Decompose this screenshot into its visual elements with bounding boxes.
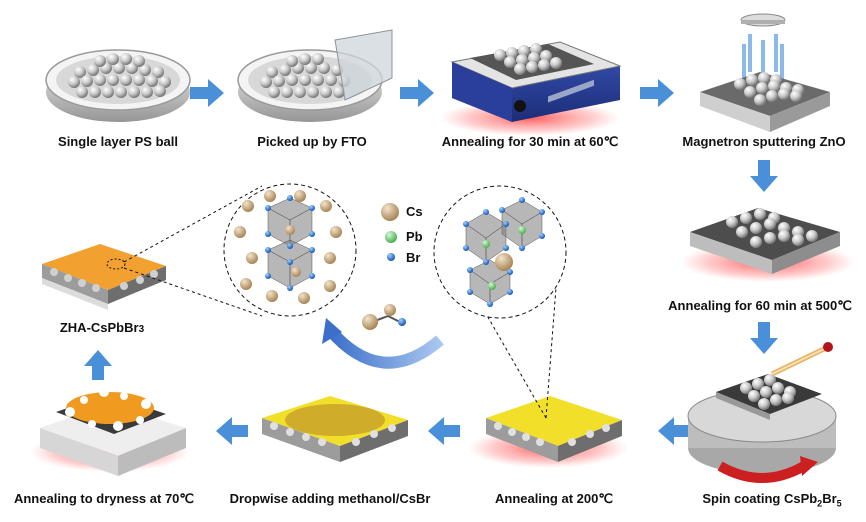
- step7-yellow-film: [468, 396, 628, 468]
- arrow-4-5: [750, 160, 778, 192]
- legend-cs-atom: [381, 203, 399, 221]
- flow-arrows: [84, 79, 778, 445]
- arrow-9-10: [84, 350, 112, 380]
- step10-label: ZHA-CsPbBr3: [59, 320, 145, 335]
- arrow-7-8: [428, 417, 460, 445]
- legend-pb-atom: [385, 231, 397, 243]
- arrow-2-3: [400, 79, 434, 107]
- step1-label: Single layer PS ball: [58, 134, 178, 149]
- legend-cs-label: Cs: [406, 204, 423, 219]
- zoom-left-crystal: [223, 183, 357, 317]
- step8-methanol-drop: [262, 396, 408, 462]
- arrow-3-4: [640, 79, 674, 107]
- step3-label: Annealing for 30 min at 60℃: [441, 134, 619, 149]
- step3-hot-plate: [440, 41, 622, 136]
- zoom-right-crystal: [433, 185, 567, 319]
- arrow-5-6: [750, 322, 778, 354]
- step8-label: Dropwise adding methanol/CsBr: [229, 491, 431, 506]
- knob: [514, 100, 526, 112]
- display-panel: [548, 79, 594, 103]
- step2-label: Picked up by FTO: [257, 134, 367, 149]
- step7-label: Annealing at 200℃: [495, 491, 613, 506]
- dropper-icon: [770, 342, 833, 377]
- spin-arrow-icon: [800, 456, 818, 476]
- legend-br-label: Br: [406, 250, 421, 265]
- step6-spin-coater: [687, 342, 837, 483]
- legend-pb-label: Pb: [406, 229, 423, 244]
- arrow-1-2: [190, 79, 224, 107]
- step1-petri-dish: [45, 49, 191, 122]
- step5-annealed-substrate: [680, 208, 856, 282]
- step5-label: Annealing for 60 min at 500℃: [668, 298, 852, 313]
- step9-label: Annealing to dryness at 70℃: [13, 491, 195, 506]
- legend: [381, 203, 399, 261]
- arrow-8-9: [216, 417, 248, 445]
- step9-dried-film: [30, 387, 190, 476]
- legend-br-atom: [387, 253, 395, 261]
- step10-zha-film: [42, 244, 166, 310]
- step4-label: Magnetron sputtering ZnO: [682, 134, 846, 149]
- step4-sputtering: [700, 13, 830, 132]
- fto-glass: [334, 29, 393, 101]
- reaction-arc: [322, 304, 444, 369]
- step6-label: Spin coating CsPb2Br5: [702, 491, 842, 509]
- arrow-6-7: [658, 417, 690, 445]
- step2-dish-with-fto: [237, 29, 393, 122]
